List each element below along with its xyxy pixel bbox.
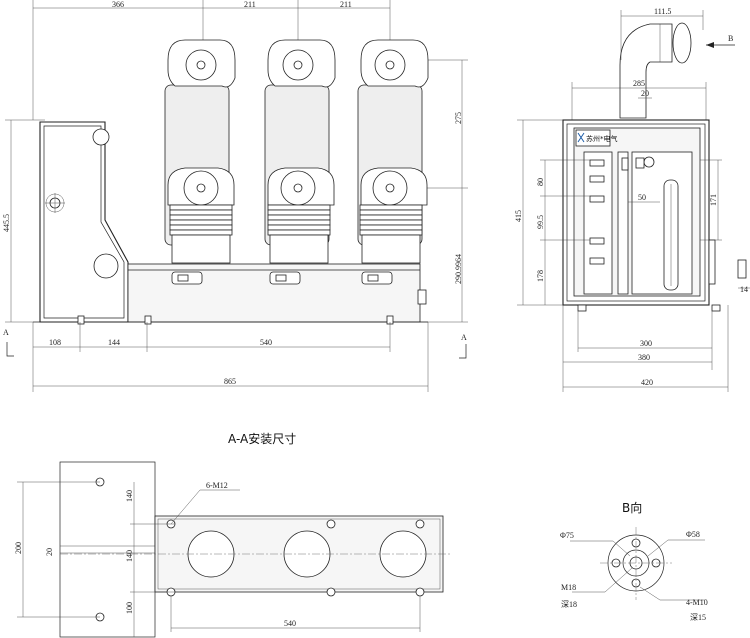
dim-100: 100 bbox=[125, 602, 134, 614]
front-view: 366 211 211 445.5 275 290.9964 bbox=[2, 0, 468, 392]
phi-58: Φ58 bbox=[686, 530, 700, 539]
dim-178: 178 bbox=[536, 270, 545, 282]
pole-1 bbox=[164, 39, 236, 285]
dim-200: 200 bbox=[14, 542, 23, 554]
phi-75: Φ75 bbox=[560, 531, 574, 540]
depth-18-label: 深18 bbox=[561, 600, 577, 609]
view-mark-b: B bbox=[728, 34, 733, 43]
pole-3 bbox=[357, 39, 429, 285]
dim-50: 50 bbox=[638, 193, 646, 202]
dim-99-5: 99.5 bbox=[536, 215, 545, 229]
dim-285: 285 bbox=[633, 79, 645, 88]
b-view: B向 Φ75 Φ58 M18 深18 4-M10 深15 bbox=[560, 500, 708, 622]
dim-80: 80 bbox=[536, 178, 545, 186]
dim-415: 415 bbox=[514, 210, 523, 222]
dim-865: 865 bbox=[224, 377, 236, 386]
dim-540-mount: 540 bbox=[284, 619, 296, 628]
depth-15-label: 深15 bbox=[690, 613, 706, 622]
dim-366: 366 bbox=[112, 0, 124, 9]
dim-144: 144 bbox=[108, 338, 120, 347]
dim-140-a: 140 bbox=[125, 490, 134, 502]
m10-label: 4-M10 bbox=[686, 598, 708, 607]
mounting-title: A-A安装尺寸 bbox=[228, 431, 296, 446]
dim-275: 275 bbox=[454, 112, 463, 124]
b-view-title: B向 bbox=[622, 500, 642, 515]
dim-20: 20 bbox=[641, 89, 649, 98]
dim-211-b: 211 bbox=[340, 0, 352, 9]
dim-300: 300 bbox=[640, 339, 652, 348]
dim-290: 290.9964 bbox=[454, 254, 463, 284]
dim-211-a: 211 bbox=[244, 0, 256, 9]
dim-14: 14 bbox=[740, 285, 748, 294]
side-view: 111.5 B 285 20 苏州*电气 bbox=[514, 7, 750, 392]
dim-140-b: 140 bbox=[125, 550, 134, 562]
panel-brand: 苏州*电气 bbox=[586, 134, 618, 143]
dim-540: 540 bbox=[260, 338, 272, 347]
dim-420: 420 bbox=[641, 378, 653, 387]
pole-2 bbox=[264, 39, 336, 285]
dim-445-5: 445.5 bbox=[2, 214, 11, 232]
m18-label: M18 bbox=[561, 583, 576, 592]
hole-label: 6-M12 bbox=[206, 481, 228, 490]
section-mark-a-left: A bbox=[3, 328, 9, 337]
dim-111-5: 111.5 bbox=[654, 7, 671, 16]
section-mark-a-right: A bbox=[461, 333, 467, 342]
dim-380: 380 bbox=[638, 353, 650, 362]
dim-20-small: 20 bbox=[45, 548, 54, 556]
dim-171: 171 bbox=[709, 194, 718, 206]
dim-108: 108 bbox=[49, 338, 61, 347]
mounting-view: A-A安装尺寸 6-M12 200 140 20 140 bbox=[14, 431, 450, 638]
